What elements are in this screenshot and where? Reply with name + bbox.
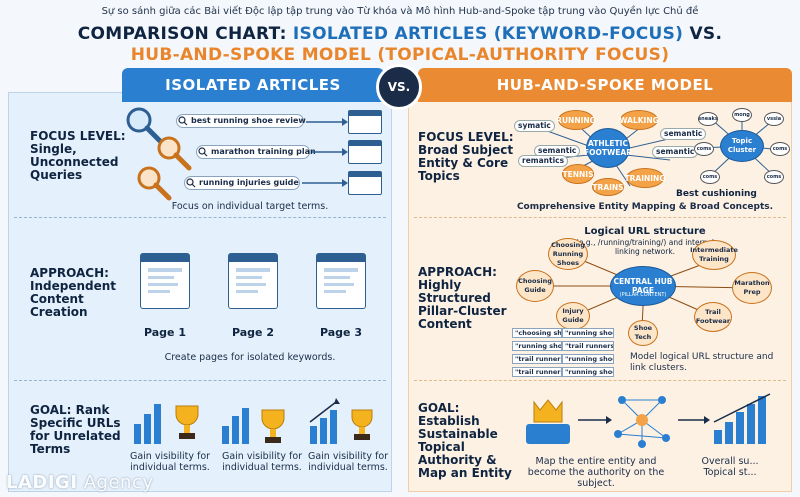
query-arrows (302, 118, 348, 187)
browser-window-icon (348, 140, 382, 164)
page-card-icon (140, 253, 190, 309)
hub-spoke-node: Intermediate Training (690, 240, 738, 270)
hub-spoke-node: Injury Guide (556, 302, 590, 330)
right-approach-caption: Model logical URL structure and link clu… (630, 352, 774, 373)
magnifier-icon (126, 107, 163, 144)
left-column-header: ISOLATED ARTICLES (122, 68, 384, 102)
left-focus-label: FOCUS LEVEL: Single, Unconnected Queries (30, 129, 126, 182)
table-cell: "trail runners" (512, 367, 562, 377)
goal-caption: Gain visibility for individual terms. (221, 451, 303, 473)
page-label: Page 2 (231, 326, 274, 339)
right-focus-caption: Comprehensive Entity Mapping & Broad Con… (516, 202, 774, 212)
page-card-icon (228, 253, 278, 309)
goal-flow-graphic (526, 393, 771, 448)
left-divider-2 (14, 380, 386, 381)
entity-node: RUNNING (556, 110, 596, 130)
page-label: Page 1 (143, 326, 186, 339)
query-pill: best running shoe review (176, 114, 306, 128)
page-card-icon (316, 253, 366, 309)
goal-caption: Gain visibility for individual terms. (307, 451, 389, 473)
cluster-node: coms (694, 142, 714, 156)
query-pill: marathon training plan (196, 145, 316, 159)
title-part-1: COMPARISON CHART: (77, 24, 293, 44)
left-goal-label: GOAL: Rank Specific URLs for Unrelated T… (30, 403, 121, 456)
hub-center-title: CENTRAL HUB PAGE (613, 277, 673, 295)
url-structure-sub: (e.g., /running/training/) and internal … (576, 238, 714, 256)
vs-badge: VS. (376, 64, 422, 110)
hub-spoke-node: Choosing Guide (516, 270, 554, 302)
page-lines (324, 268, 358, 293)
search-icon (178, 116, 188, 126)
cluster-node: coms (764, 170, 784, 184)
title-part-2: ISOLATED ARTICLES (KEYWORD-FOCUS) (292, 24, 684, 44)
page-title-line-2: HUB-AND-SPOKE MODEL (TOPICAL-AUTHORITY F… (130, 45, 670, 65)
goal-caption: Gain visibility for individual terms. (129, 451, 211, 473)
page-subtitle: Sự so sánh giữa các Bài viết Độc lập tập… (101, 6, 699, 17)
page-lines (148, 268, 182, 293)
search-icon (198, 147, 208, 157)
left-approach-label: APPROACH: Independent Content Creation (30, 266, 117, 319)
cluster-node: mong (732, 108, 752, 122)
cluster-node: coms (700, 170, 720, 184)
bar-chart-trophy-icon (134, 404, 199, 444)
cluster-node: coms (770, 142, 790, 156)
cluster-node: vssia (764, 112, 784, 126)
table-cell: "running shoe sale" (512, 341, 562, 351)
entity-tag: remantics (518, 155, 569, 167)
left-divider-1 (14, 217, 386, 218)
table-cell: "choosing shoes men" (512, 328, 562, 338)
hub-spoke-node: Choosing Running Shoes (548, 238, 588, 270)
right-goal-caption-1: Map the entire entity and become the aut… (527, 456, 665, 489)
entity-node: TRAINS (592, 178, 624, 196)
entity-node: TENNIS (562, 164, 594, 184)
watermark-brand: LADIGI (6, 472, 78, 493)
query-pill: running injuries guide (184, 176, 300, 190)
left-focus-caption: Focus on individual target terms. (171, 201, 329, 212)
central-hub-node: CENTRAL HUB PAGE (610, 266, 676, 306)
hub-spoke-node: Marathon Prep (732, 272, 772, 304)
entity-center-node: ATHLETIC FOOTWEAR (584, 128, 632, 168)
right-divider-2 (414, 380, 786, 381)
entity-tag: symatic (514, 120, 555, 132)
table-cell: "running shoes" (562, 354, 614, 364)
left-approach-caption: Create pages for isolated keywords. (164, 352, 336, 363)
table-cell: "running shoe sale" (562, 328, 614, 338)
watermark-suffix: Agency (77, 472, 154, 493)
topic-cluster-node: Topic Cluster (720, 130, 764, 162)
magnifier-icon (157, 136, 192, 171)
cluster-caption: Best cushioning (676, 189, 757, 199)
search-icon (186, 178, 196, 188)
hub-spoke-node: Trail Footwear (694, 302, 732, 332)
bar-chart-trophy-icon (309, 398, 373, 444)
entity-node: TRAINING (625, 168, 666, 188)
right-goal-caption-2: Overall su... Topical st... (701, 456, 759, 478)
entity-tag: semantic (660, 128, 707, 140)
right-goal-label: GOAL: Establish Sustainable Topical Auth… (418, 401, 512, 480)
browser-window-icon (348, 110, 382, 134)
url-structure-title: Logical URL structure (584, 226, 706, 237)
table-cell: "trail runners" (562, 341, 614, 351)
table-cell: "running shoe men" (562, 367, 614, 377)
keyword-table: "choosing shoes men""running shoe sale" … (512, 328, 614, 377)
table-cell: "trail runners" (512, 354, 562, 364)
bar-chart-trophy-icon (222, 408, 285, 444)
magnifier-icon (137, 166, 172, 201)
entity-node: WALKING (619, 110, 659, 130)
right-column-header: HUB-AND-SPOKE MODEL (418, 68, 792, 102)
hub-spoke-node: Shoe Tech (628, 320, 658, 346)
page-lines (236, 268, 270, 293)
hub-center-sub: (PILLAR CONTENT) (619, 292, 667, 298)
right-focus-label: FOCUS LEVEL: Broad Subject Entity & Core… (418, 130, 514, 183)
right-divider-1 (414, 217, 786, 218)
page-label: Page 3 (319, 326, 362, 339)
entity-tag: semantic (652, 146, 699, 158)
cluster-node: sneaks (698, 112, 718, 126)
browser-window-icon (348, 171, 382, 195)
brand-watermark: LADIGI Agency (6, 472, 154, 493)
title-part-3: VS. (683, 24, 723, 44)
right-approach-label: APPROACH: Highly Structured Pillar-Clust… (418, 265, 507, 331)
page-title: COMPARISON CHART: ISOLATED ARTICLES (KEY… (0, 24, 800, 44)
